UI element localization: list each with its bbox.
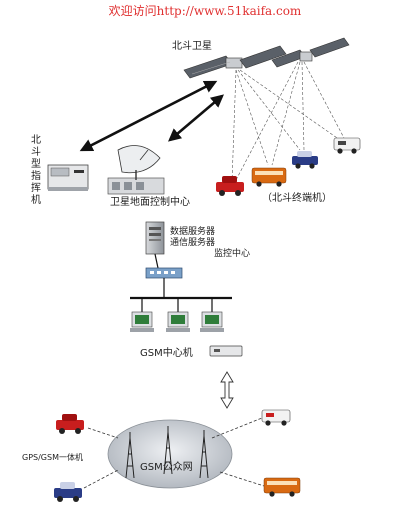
beidou-satellite-label: 北斗卫星 <box>172 40 212 52</box>
workstation-icon <box>166 311 190 332</box>
blue-car-icon <box>54 482 82 502</box>
blue-car-icon <box>292 151 318 169</box>
gsm-link-arrow <box>220 371 234 409</box>
ground-control-label: 卫星地面控制中心 <box>110 195 190 208</box>
monitor-center-label: 监控中心 <box>214 247 250 259</box>
cell-tower-icon <box>125 432 135 479</box>
gsm-modem-icon <box>209 345 243 357</box>
satellite-dish-icon <box>107 145 165 195</box>
workstation-icon <box>130 311 154 332</box>
cell-tower-icon <box>199 430 209 479</box>
server-icon <box>145 221 165 255</box>
gsm-center-label: GSM中心机 <box>140 346 193 359</box>
white-van-icon <box>261 409 291 426</box>
watermark-text: 欢迎访问http://www.51kaifa.com <box>109 3 302 18</box>
orange-bus-icon <box>263 477 301 497</box>
satellite-signal-lines <box>231 61 345 183</box>
command-terminal-satellite-link <box>79 80 218 152</box>
command-terminal-icon <box>47 164 89 191</box>
server-switch-link <box>154 253 159 269</box>
red-car-icon <box>56 414 84 434</box>
gsm-signal-lines <box>83 417 265 489</box>
network-switch-icon <box>145 267 183 279</box>
satellite-icon <box>183 45 287 79</box>
gsm-public-network-label: GSM公众网 <box>140 461 193 473</box>
orange-bus-icon <box>251 167 287 187</box>
workstation-icon <box>200 311 224 332</box>
beidou-command-terminal-label: 北斗型指挥机 <box>29 134 41 206</box>
beidou-terminals-label: （北斗终端机） <box>262 191 332 204</box>
ground-control-satellite-link <box>168 94 224 142</box>
server-label-line2: 通信服务器 <box>170 236 215 248</box>
red-car-icon <box>216 176 244 196</box>
satellite-icon <box>271 37 350 68</box>
white-van-icon <box>333 137 361 154</box>
server-label-line1: 数据服务器 <box>170 225 215 237</box>
cell-tower-icon <box>163 426 173 475</box>
gps-gsm-unit-label: GPS/GSM一体机 <box>22 452 83 462</box>
